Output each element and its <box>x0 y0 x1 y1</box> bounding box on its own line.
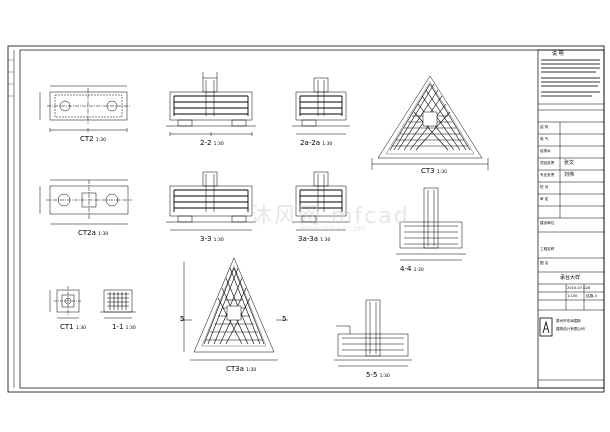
ct1-plan <box>49 286 82 319</box>
watermark: 沐风网 mfcad <box>250 204 410 229</box>
view-label-4-4: 4-4 1:30 <box>400 265 424 273</box>
ct3-plan <box>371 75 489 170</box>
drawing-label: 图 名 <box>540 261 549 265</box>
ct3a-plan <box>180 257 288 361</box>
sign-label-6: 校 对 <box>540 185 549 189</box>
project-label: 工程名称 <box>540 247 555 251</box>
sign-label-1: 结 构 <box>540 125 549 129</box>
view-label-2a-2a: 2a-2a 1:30 <box>300 139 333 147</box>
ct2a-plan <box>39 179 132 225</box>
client-label: 建设单位 <box>540 221 555 225</box>
view-label-3a-3a: 3a-3a 1:30 <box>298 235 331 243</box>
sign-name-4: 张文 <box>564 160 575 166</box>
view-label-ct2a: CT2a 1:30 <box>78 229 109 237</box>
notes-text-lines <box>541 59 600 97</box>
view-label-ct3a: CT3a 1:30 <box>226 365 257 373</box>
section-mark-5-right: 5 <box>282 315 287 323</box>
watermark-url: www.mfcad.com <box>300 224 367 233</box>
view-label-ct1: CT1 1:30 <box>60 323 86 331</box>
drawing-name: 承台大样 <box>560 275 581 281</box>
left-binding-strip <box>8 59 14 97</box>
sign-label-2: 电 气 <box>540 137 549 141</box>
title-block-lines <box>537 49 605 389</box>
company-name-1: 泰州市东纵国际 <box>556 319 582 323</box>
sign-label-4: 项目负责 <box>540 161 555 165</box>
section-3a-3a <box>292 171 350 231</box>
view-label-3-3: 3-3 1:30 <box>200 235 224 243</box>
view-label-1-1: 1-1 1:30 <box>112 323 136 331</box>
sign-label-5: 专业负责 <box>540 173 555 177</box>
view-label-ct3: CT3 1:30 <box>421 167 447 175</box>
drawing-number: 结施-3 <box>586 294 597 298</box>
sign-label-7: 审 定 <box>540 197 549 201</box>
view-label-2-2: 2-2 1:30 <box>200 139 224 147</box>
company-logo <box>539 317 553 337</box>
section-mark-5-left: 5 <box>180 315 185 323</box>
sign-name-5: 刘伟 <box>564 172 575 178</box>
section-4-4 <box>396 187 466 261</box>
drawing-scale: 1:100 <box>567 294 578 298</box>
section-3-3 <box>166 171 256 231</box>
sign-label-3: 给排水 <box>540 149 551 153</box>
section-1-1 <box>100 289 136 319</box>
view-label-5-5: 5-5 1:30 <box>366 371 390 379</box>
section-2-2 <box>166 72 256 136</box>
section-5-5 <box>334 299 412 367</box>
notes-heading: 说 明 <box>552 51 564 57</box>
drawing-date: 2010-07-028 <box>567 286 591 290</box>
view-label-ct2: CT2 1:30 <box>80 135 106 143</box>
company-name-2: 建筑设计有限公司 <box>556 327 585 331</box>
section-2a-2a <box>292 77 350 135</box>
ct2-plan <box>39 85 130 132</box>
